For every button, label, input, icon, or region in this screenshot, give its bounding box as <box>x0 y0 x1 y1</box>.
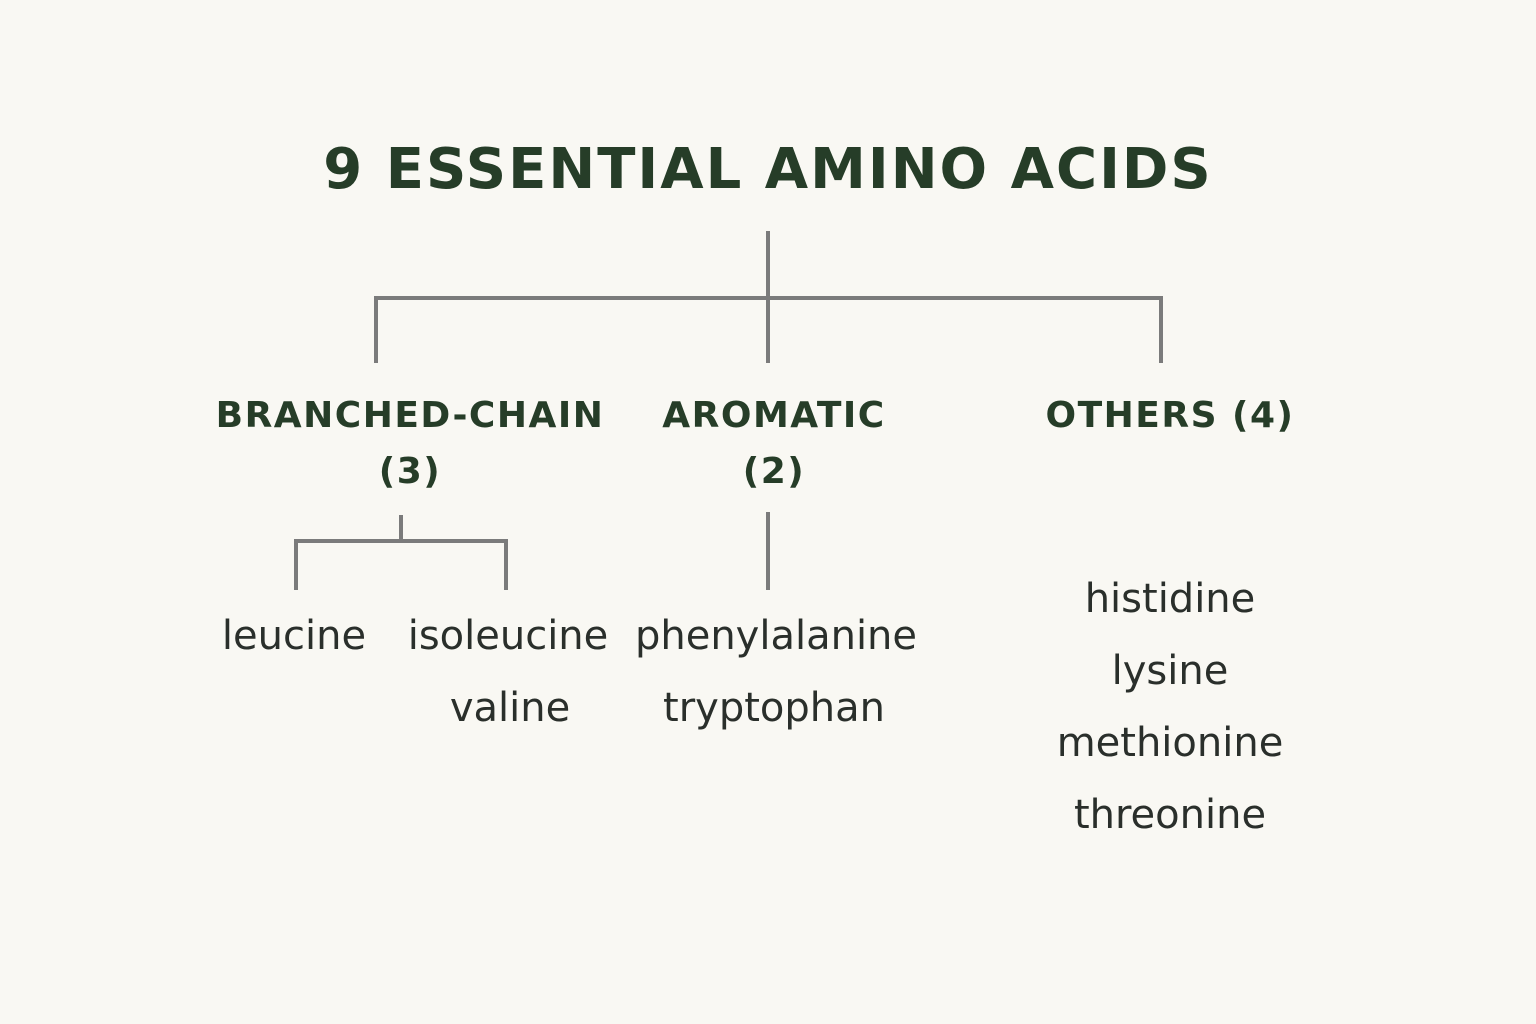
item-isoleucine: isoleucine <box>407 613 609 659</box>
item-valine: valine <box>449 685 571 731</box>
group-name-aromatic: AROMATIC <box>662 395 886 436</box>
item-lysine: lysine <box>1111 648 1229 694</box>
diagram-title: 9 ESSENTIAL AMINO ACIDS <box>323 137 1213 202</box>
group-heading-branched-chain: BRANCHED-CHAIN (3) <box>210 388 610 500</box>
group-heading-others: OTHERS (4) <box>1020 388 1320 444</box>
item-tryptophan: tryptophan <box>663 685 885 731</box>
item-histidine: histidine <box>1084 576 1256 622</box>
group-heading-aromatic: AROMATIC (2) <box>624 388 924 500</box>
item-leucine: leucine <box>221 613 367 659</box>
group-name-others: OTHERS (4) <box>1045 395 1295 436</box>
group-count-branched-chain: (3) <box>378 451 442 492</box>
item-threonine: threonine <box>1073 792 1267 838</box>
item-phenylalanine: phenylalanine <box>634 613 918 659</box>
group-name-branched-chain: BRANCHED-CHAIN <box>215 395 605 436</box>
item-methionine: methionine <box>1056 720 1284 766</box>
group-count-aromatic: (2) <box>742 451 806 492</box>
